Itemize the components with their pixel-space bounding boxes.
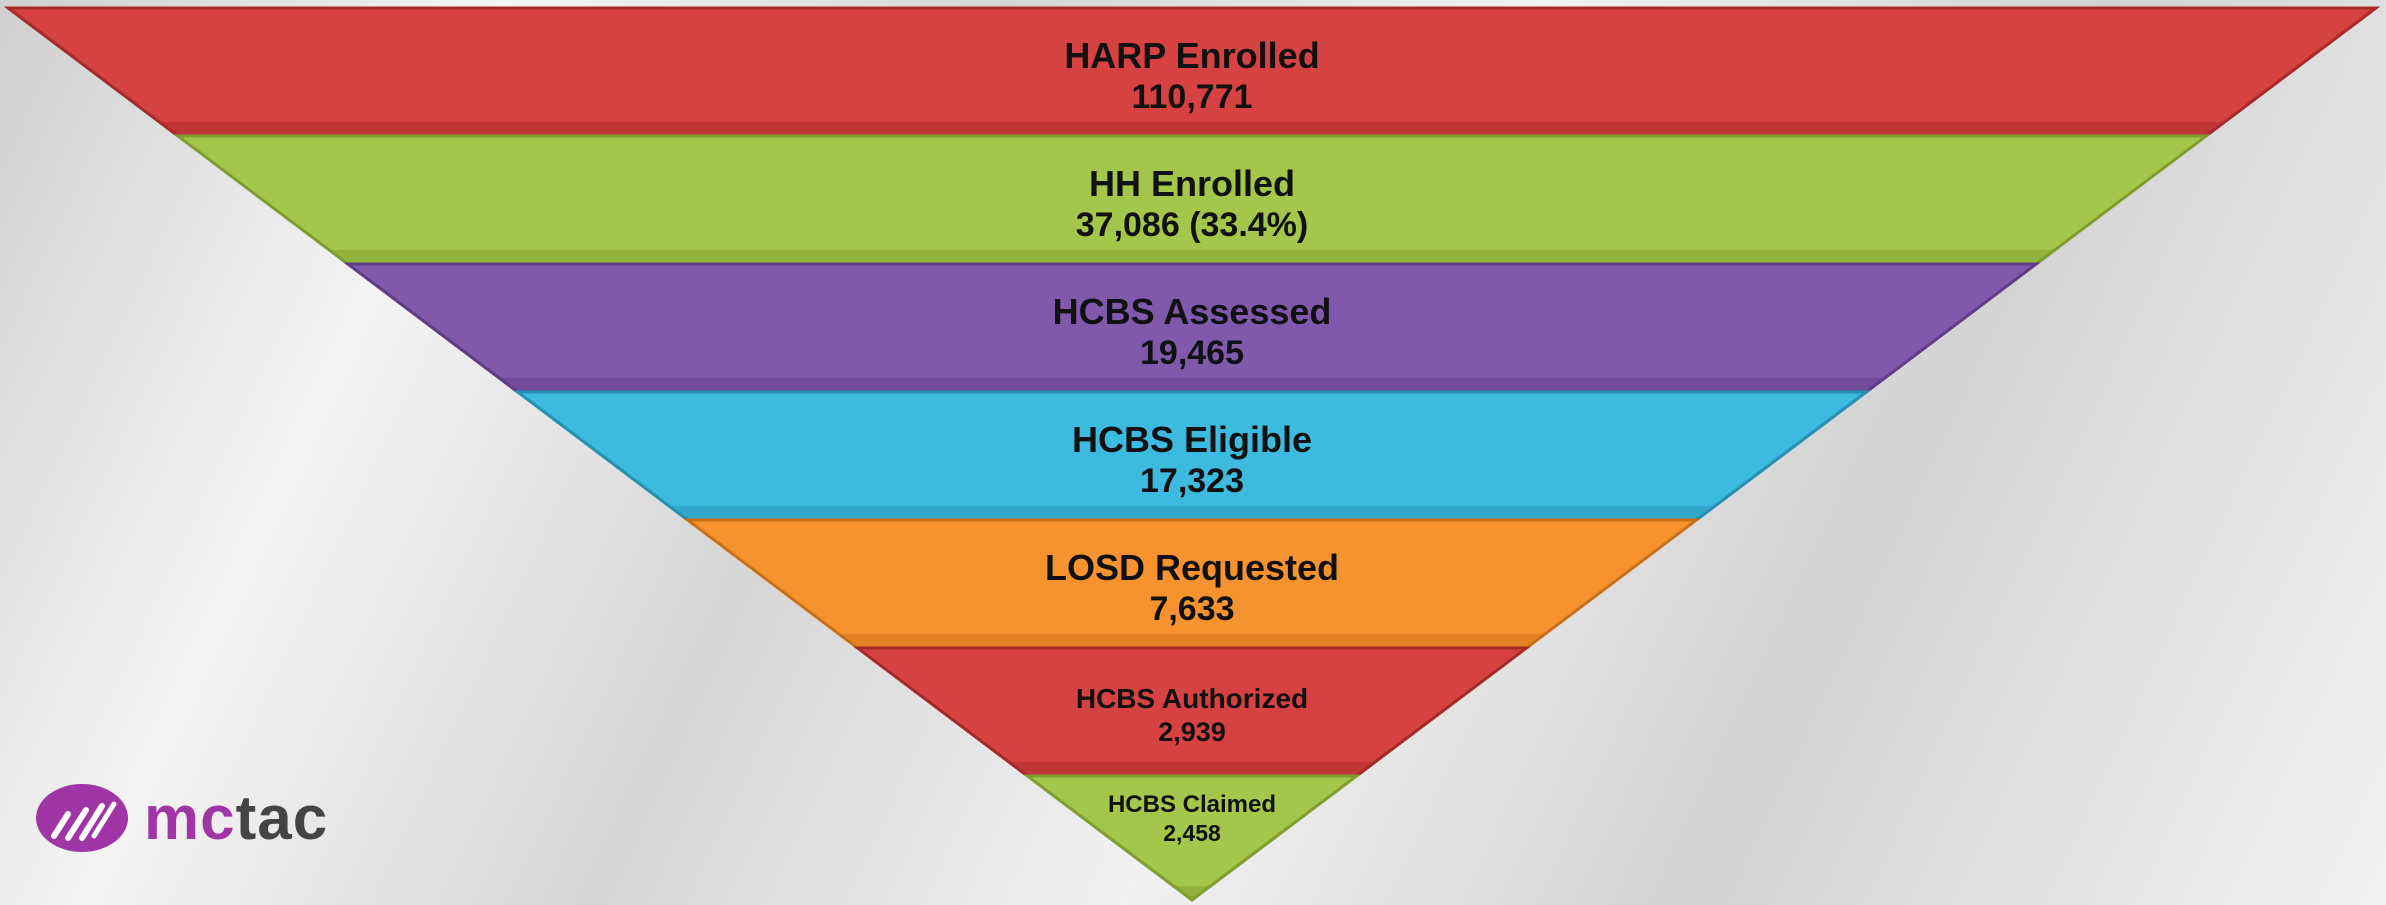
- funnel-band-shade-4: [669, 506, 1715, 520]
- funnel-stage-label: HCBS Eligible: [1072, 419, 1312, 460]
- funnel-band-7: [1022, 774, 1362, 902]
- mctac-logo: mctac: [34, 780, 374, 860]
- funnel-stage-value: 7,633: [1149, 590, 1234, 628]
- funnel-stage-label: HARP Enrolled: [1064, 35, 1319, 76]
- logo-text-mc: mc: [144, 784, 236, 853]
- funnel-band-shade-5: [838, 634, 1546, 648]
- funnel-stage-label: HH Enrolled: [1089, 163, 1295, 204]
- funnel-stage-label: HCBS Authorized: [1076, 683, 1308, 714]
- funnel-stage-value: 17,323: [1140, 462, 1244, 500]
- logo-text-tac: tac: [235, 784, 329, 853]
- funnel-stage-label: HCBS Assessed: [1053, 291, 1332, 332]
- funnel-stage-value: 19,465: [1140, 334, 1244, 372]
- funnel-stage-value: 110,771: [1131, 78, 1252, 116]
- funnel-band-shade-3: [499, 378, 1885, 392]
- funnel-band-shade-6: [1008, 762, 1376, 776]
- mctac-logo-text: mctac: [144, 788, 328, 850]
- funnel-stage-value: 2,939: [1158, 717, 1226, 747]
- funnel-stage-label: LOSD Requested: [1045, 547, 1339, 588]
- funnel-band-shade-1: [159, 122, 2225, 136]
- funnel-stage-value: 2,458: [1163, 820, 1221, 846]
- funnel-band-shade-2: [329, 250, 2055, 264]
- mctac-logo-icon: [36, 784, 128, 852]
- funnel-band-shade-7: [1173, 886, 1211, 900]
- funnel-stage-label: HCBS Claimed: [1108, 791, 1276, 818]
- funnel-stage-value: 37,086 (33.4%): [1076, 206, 1309, 244]
